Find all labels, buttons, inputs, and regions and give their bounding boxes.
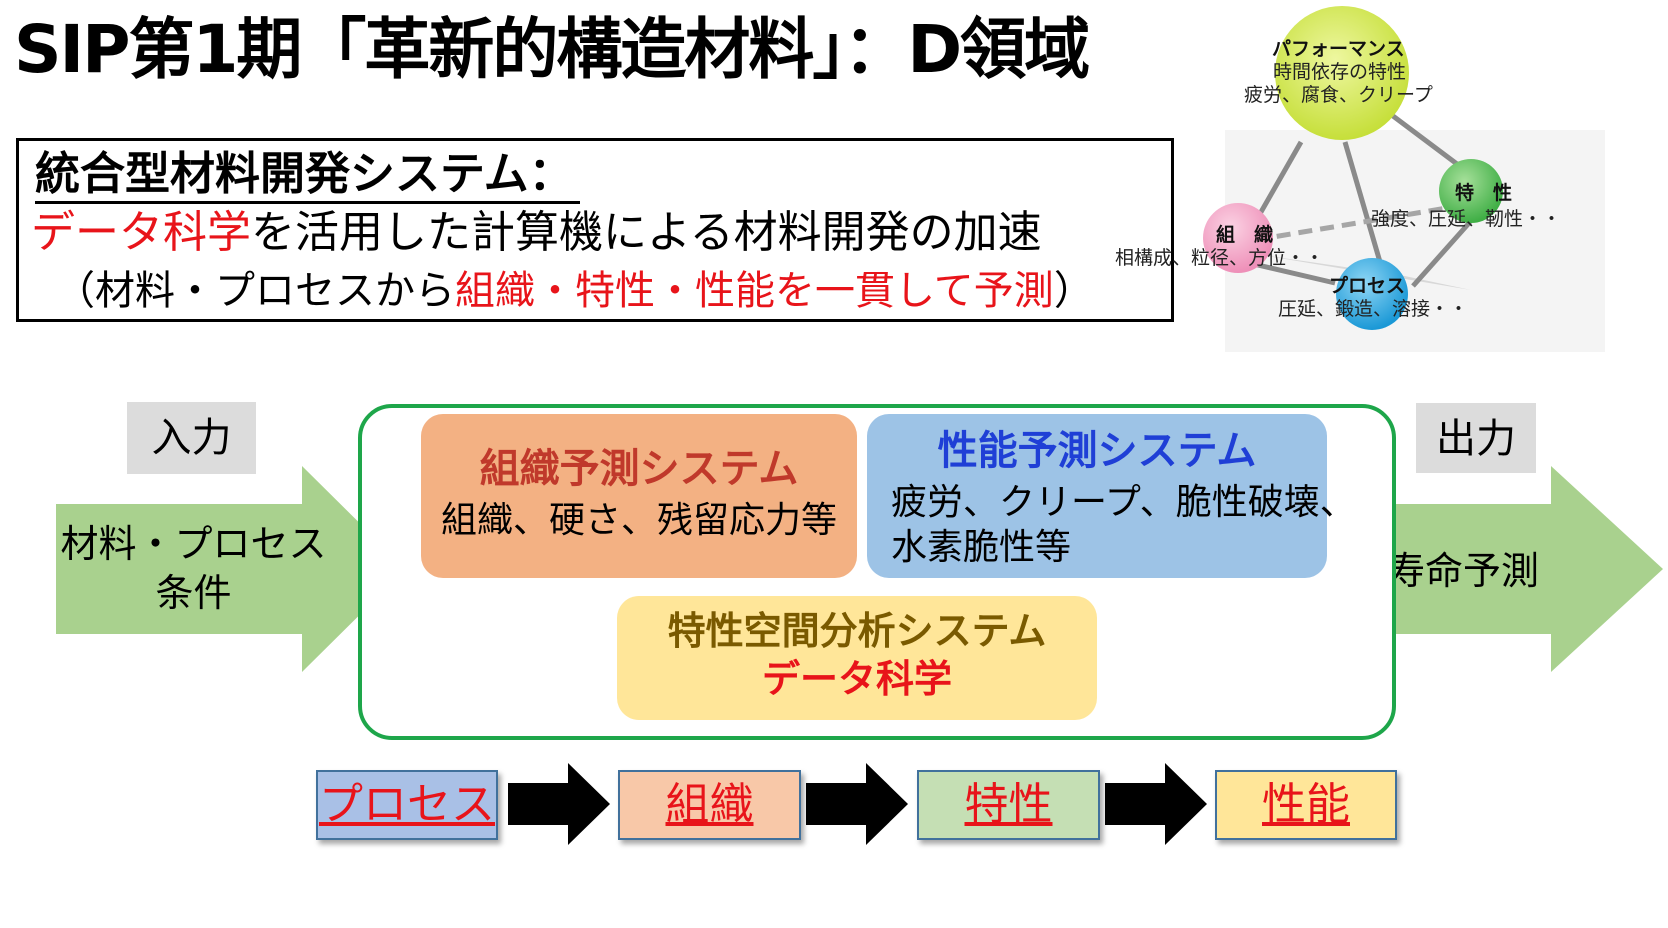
- chain-performance-link[interactable]: 性能: [1215, 770, 1397, 840]
- structure-title: 組 織: [1216, 224, 1274, 246]
- process-node: [1336, 258, 1408, 330]
- performance-prediction-desc-line1: 疲労、クリープ、脆性破壊、: [891, 482, 1356, 523]
- structure-prediction-desc: 組織、硬さ、残留応力等: [440, 500, 837, 541]
- chain-process-text[interactable]: プロセス: [319, 779, 495, 830]
- performance-title: パフォーマンス: [1272, 38, 1405, 60]
- chain-arrow-3: [1105, 763, 1207, 845]
- output-arrow: [1345, 466, 1663, 672]
- chain-structure-link[interactable]: 組織: [618, 770, 801, 840]
- chain-arrow-1: [508, 763, 610, 845]
- relationship-diagram: パフォーマンス 時間依存の特性 疲労、腐食、クリープ 特 性 強度、圧延、靭性・…: [1115, 0, 1668, 352]
- property-desc: 強度、圧延、靭性・・: [1371, 208, 1562, 230]
- property-title: 特 性: [1455, 182, 1513, 204]
- chain-property-link[interactable]: 特性: [917, 770, 1100, 840]
- structure-desc: 相構成、粒径、方位・・: [1115, 247, 1325, 269]
- process-title: プロセス: [1329, 275, 1406, 297]
- chain-process-link[interactable]: プロセス: [316, 770, 498, 840]
- concept-description: データ科学を活用した計算機による材料開発の加速: [31, 207, 1042, 260]
- link-struct-proc: [1244, 259, 1336, 286]
- performance-line2: 疲労、腐食、クリープ: [1244, 84, 1433, 106]
- input-label: 入力: [127, 402, 256, 474]
- feature-space-subtitle: データ科学: [761, 656, 952, 701]
- diagram-graphic: [1175, 0, 1668, 352]
- concept-heading: 統合型材料開発システム：: [35, 147, 580, 204]
- structure-node: [1203, 203, 1273, 273]
- chain-property-text[interactable]: 特性: [964, 779, 1053, 830]
- chain-performance-text[interactable]: 性能: [1262, 779, 1350, 830]
- input-condition-line2: 条件: [155, 571, 232, 616]
- property-node: [1439, 159, 1503, 223]
- feature-space-title: 特性空間分析システム: [667, 609, 1047, 653]
- prediction-highlight: 組織・特性・性能を一貫して予測: [455, 268, 1054, 314]
- concept-box: 統合型材料開発システム： データ科学を活用した計算機による材料開発の加速 （材料…: [16, 138, 1174, 322]
- performance-prediction-system: 性能予測システム 疲労、クリープ、脆性破壊、 水素脆性等: [867, 414, 1356, 578]
- structure-prediction-title: 組織予測システム: [479, 446, 799, 492]
- concept-detail: （材料・プロセスから組織・特性・性能を一貫して予測）: [55, 267, 1094, 315]
- performance-line1: 時間依存の特性: [1273, 61, 1407, 83]
- output-arrow-text: 寿命予測: [1386, 549, 1539, 593]
- chain-structure-text[interactable]: 組織: [665, 779, 754, 830]
- performance-node: [1275, 6, 1409, 140]
- concept-description-text: を活用した計算機による材料開発の加速: [251, 207, 1042, 258]
- chain-arrow-2: [806, 763, 908, 845]
- input-arrow: [56, 466, 406, 672]
- structure-prediction-system: 組織予測システム 組織、硬さ、残留応力等: [421, 414, 857, 578]
- link-perf-proc: [1342, 141, 1383, 263]
- input-condition-line1: 材料・プロセス: [60, 522, 327, 566]
- performance-prediction-desc-line2: 水素脆性等: [891, 527, 1072, 568]
- link-prop-proc: [1411, 220, 1472, 288]
- process-desc: 圧延、鍛造、溶接・・: [1278, 298, 1469, 320]
- concept-detail-close: ）: [1053, 268, 1094, 314]
- performance-prediction-title: 性能予測システム: [937, 428, 1257, 474]
- output-label: 出力: [1416, 403, 1536, 473]
- input-arrow-text: 材料・プロセス 条件: [56, 520, 331, 619]
- page-title: SIP第1期「革新的構造材料」：D領域: [14, 11, 1090, 88]
- link-struct-prop: [1254, 202, 1466, 243]
- data-science-highlight: データ科学: [31, 207, 251, 258]
- feature-space-analysis-system: 特性空間分析システム データ科学: [617, 596, 1097, 720]
- concept-detail-open: （材料・プロセスから: [55, 268, 455, 314]
